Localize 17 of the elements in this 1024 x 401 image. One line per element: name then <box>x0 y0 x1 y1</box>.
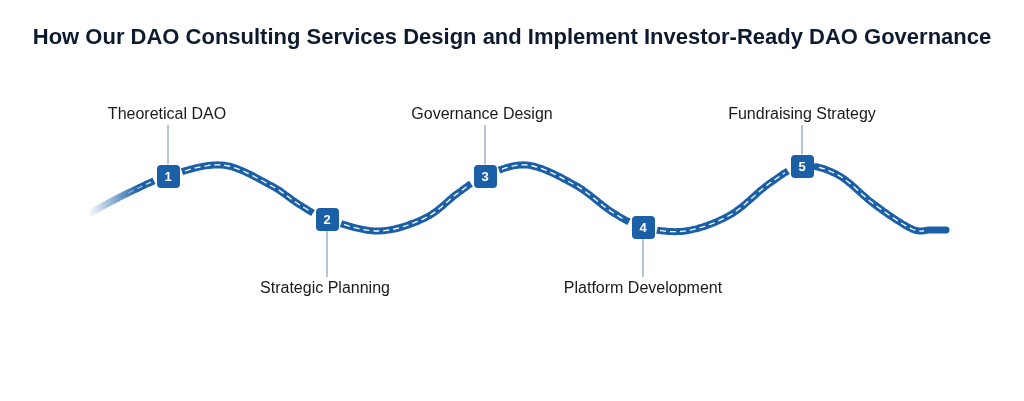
leader-line <box>642 238 644 278</box>
leader-line <box>801 124 803 155</box>
step-marker: 1 <box>156 164 180 188</box>
step-label: Governance Design <box>411 103 553 125</box>
step-marker: 4 <box>631 215 655 239</box>
leader-line <box>167 124 169 165</box>
title: How Our DAO Consulting Services Design and Implement Investor-Ready DAO Governance <box>32 23 992 51</box>
step-label: Strategic Planning <box>260 277 390 299</box>
leader-line <box>326 230 328 278</box>
step-label: Fundraising Strategy <box>728 103 876 125</box>
road-path <box>812 163 950 235</box>
step-marker: 5 <box>790 154 814 178</box>
step-label: Theoretical DAO <box>107 103 227 125</box>
leader-line <box>484 124 486 165</box>
step-label: Platform Development <box>563 277 723 299</box>
step-marker: 3 <box>473 164 497 188</box>
step-marker: 2 <box>315 207 339 231</box>
